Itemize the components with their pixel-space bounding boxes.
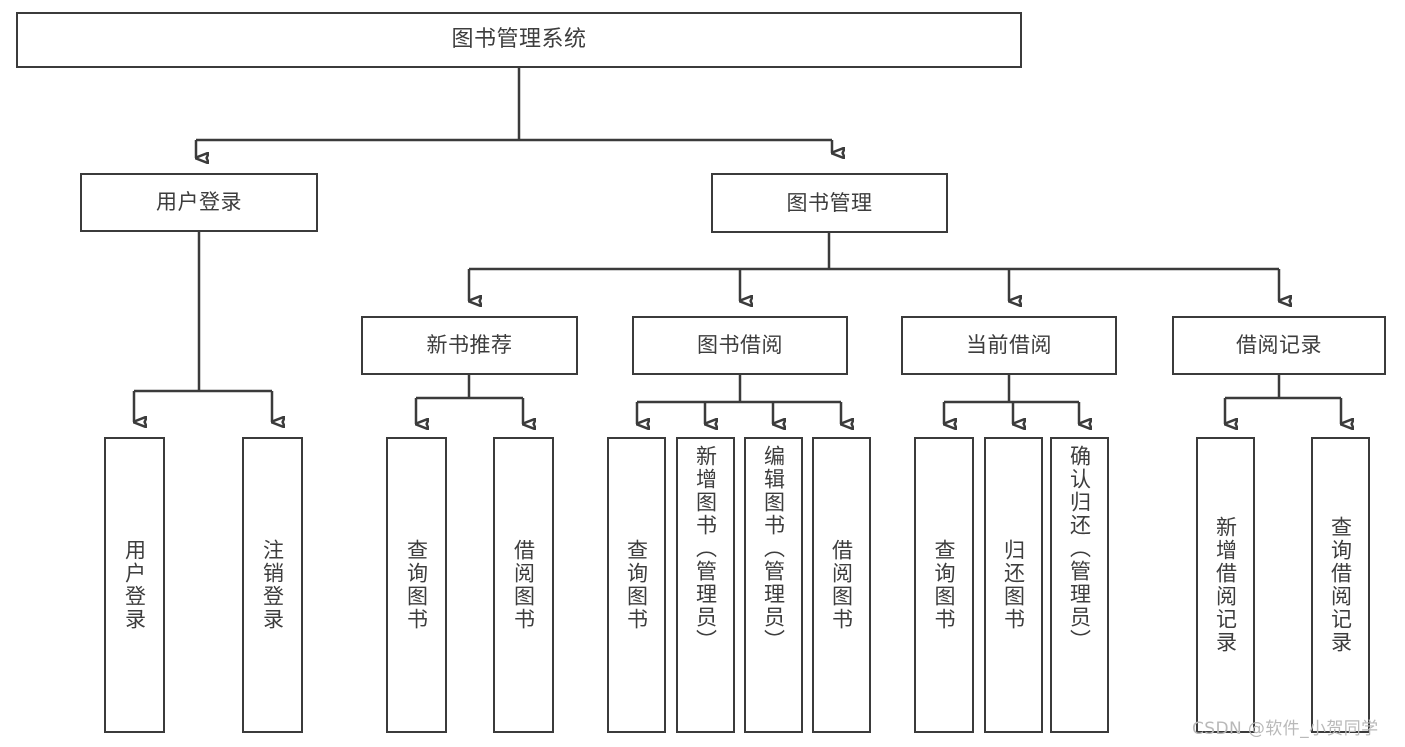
leaf-query-book-3[interactable]: 查询图书 xyxy=(914,437,974,733)
leaf-user-login[interactable]: 用户登录 xyxy=(104,437,165,733)
node-label: 确认归还（管理员） xyxy=(1067,445,1092,652)
node-current-borrow[interactable]: 当前借阅 xyxy=(901,316,1117,375)
node-label: 新增借阅记录 xyxy=(1213,516,1238,654)
node-label: 注销登录 xyxy=(260,539,285,631)
node-borrow-record[interactable]: 借阅记录 xyxy=(1172,316,1386,375)
leaf-borrow-book-1[interactable]: 借阅图书 xyxy=(493,437,554,733)
node-label: 用户登录 xyxy=(122,539,147,631)
node-label: 编辑图书（管理员） xyxy=(761,445,786,652)
node-label: 借阅记录 xyxy=(1236,333,1322,358)
leaf-query-book-1[interactable]: 查询图书 xyxy=(386,437,447,733)
leaf-logout-login[interactable]: 注销登录 xyxy=(242,437,303,733)
node-label: 借阅图书 xyxy=(511,539,536,631)
node-label: 用户登录 xyxy=(156,190,242,215)
node-label: 图书管理 xyxy=(786,190,873,215)
leaf-query-record[interactable]: 查询借阅记录 xyxy=(1311,437,1370,733)
node-label: 查询图书 xyxy=(932,539,957,631)
node-label: 借阅图书 xyxy=(829,539,854,631)
leaf-borrow-book-2[interactable]: 借阅图书 xyxy=(812,437,871,733)
node-label: 图书管理系统 xyxy=(451,27,587,53)
node-label: 归还图书 xyxy=(1001,539,1026,631)
node-label: 查询图书 xyxy=(404,539,429,631)
node-label: 图书借阅 xyxy=(697,333,783,358)
leaf-query-book-2[interactable]: 查询图书 xyxy=(607,437,666,733)
node-label: 查询图书 xyxy=(624,539,649,631)
node-new-book-recommend[interactable]: 新书推荐 xyxy=(361,316,578,375)
leaf-confirm-return[interactable]: 确认归还（管理员） xyxy=(1050,437,1109,733)
node-label: 新书推荐 xyxy=(426,333,513,358)
node-label: 当前借阅 xyxy=(966,333,1052,358)
node-label: 查询借阅记录 xyxy=(1328,516,1353,654)
node-book-borrow[interactable]: 图书借阅 xyxy=(632,316,848,375)
node-root-system[interactable]: 图书管理系统 xyxy=(16,12,1022,68)
node-user-login[interactable]: 用户登录 xyxy=(80,173,318,232)
node-book-management[interactable]: 图书管理 xyxy=(711,173,948,233)
leaf-edit-book[interactable]: 编辑图书（管理员） xyxy=(744,437,803,733)
node-label: 新增图书（管理员） xyxy=(693,445,718,652)
leaf-add-book[interactable]: 新增图书（管理员） xyxy=(676,437,735,733)
leaf-add-record[interactable]: 新增借阅记录 xyxy=(1196,437,1255,733)
leaf-return-book[interactable]: 归还图书 xyxy=(984,437,1043,733)
